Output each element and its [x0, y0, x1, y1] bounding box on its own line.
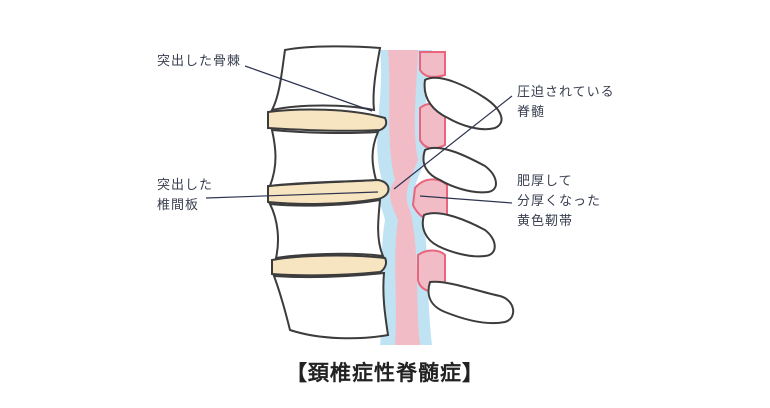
label-disc-line2: 椎間板 [157, 198, 200, 213]
intervertebral-discs [267, 108, 390, 277]
spinal-cord [388, 50, 420, 345]
spinous-processes [421, 76, 515, 324]
label-spinal-cord: 圧迫されている 脊髄 [517, 83, 615, 123]
vertebral-bodies [268, 45, 390, 340]
label-disc: 突出した 椎間板 [157, 176, 213, 216]
label-ligament-line1: 肥厚して [517, 174, 573, 189]
label-cord-line2: 脊髄 [517, 105, 546, 120]
label-osteophyte: 突出した骨棘 [157, 54, 242, 69]
label-ligament-line3: 黄色靭帯 [517, 214, 574, 229]
diagram-title: 【頚椎症性脊髄症】 [286, 361, 484, 385]
label-cord-line1: 圧迫されている [517, 85, 615, 100]
label-disc-line1: 突出した [157, 178, 214, 193]
label-ligament-line2: 分厚くなった [517, 194, 602, 209]
label-ligament: 肥厚して 分厚くなった 黄色靭帯 [517, 172, 601, 232]
leader-lines [205, 65, 513, 204]
